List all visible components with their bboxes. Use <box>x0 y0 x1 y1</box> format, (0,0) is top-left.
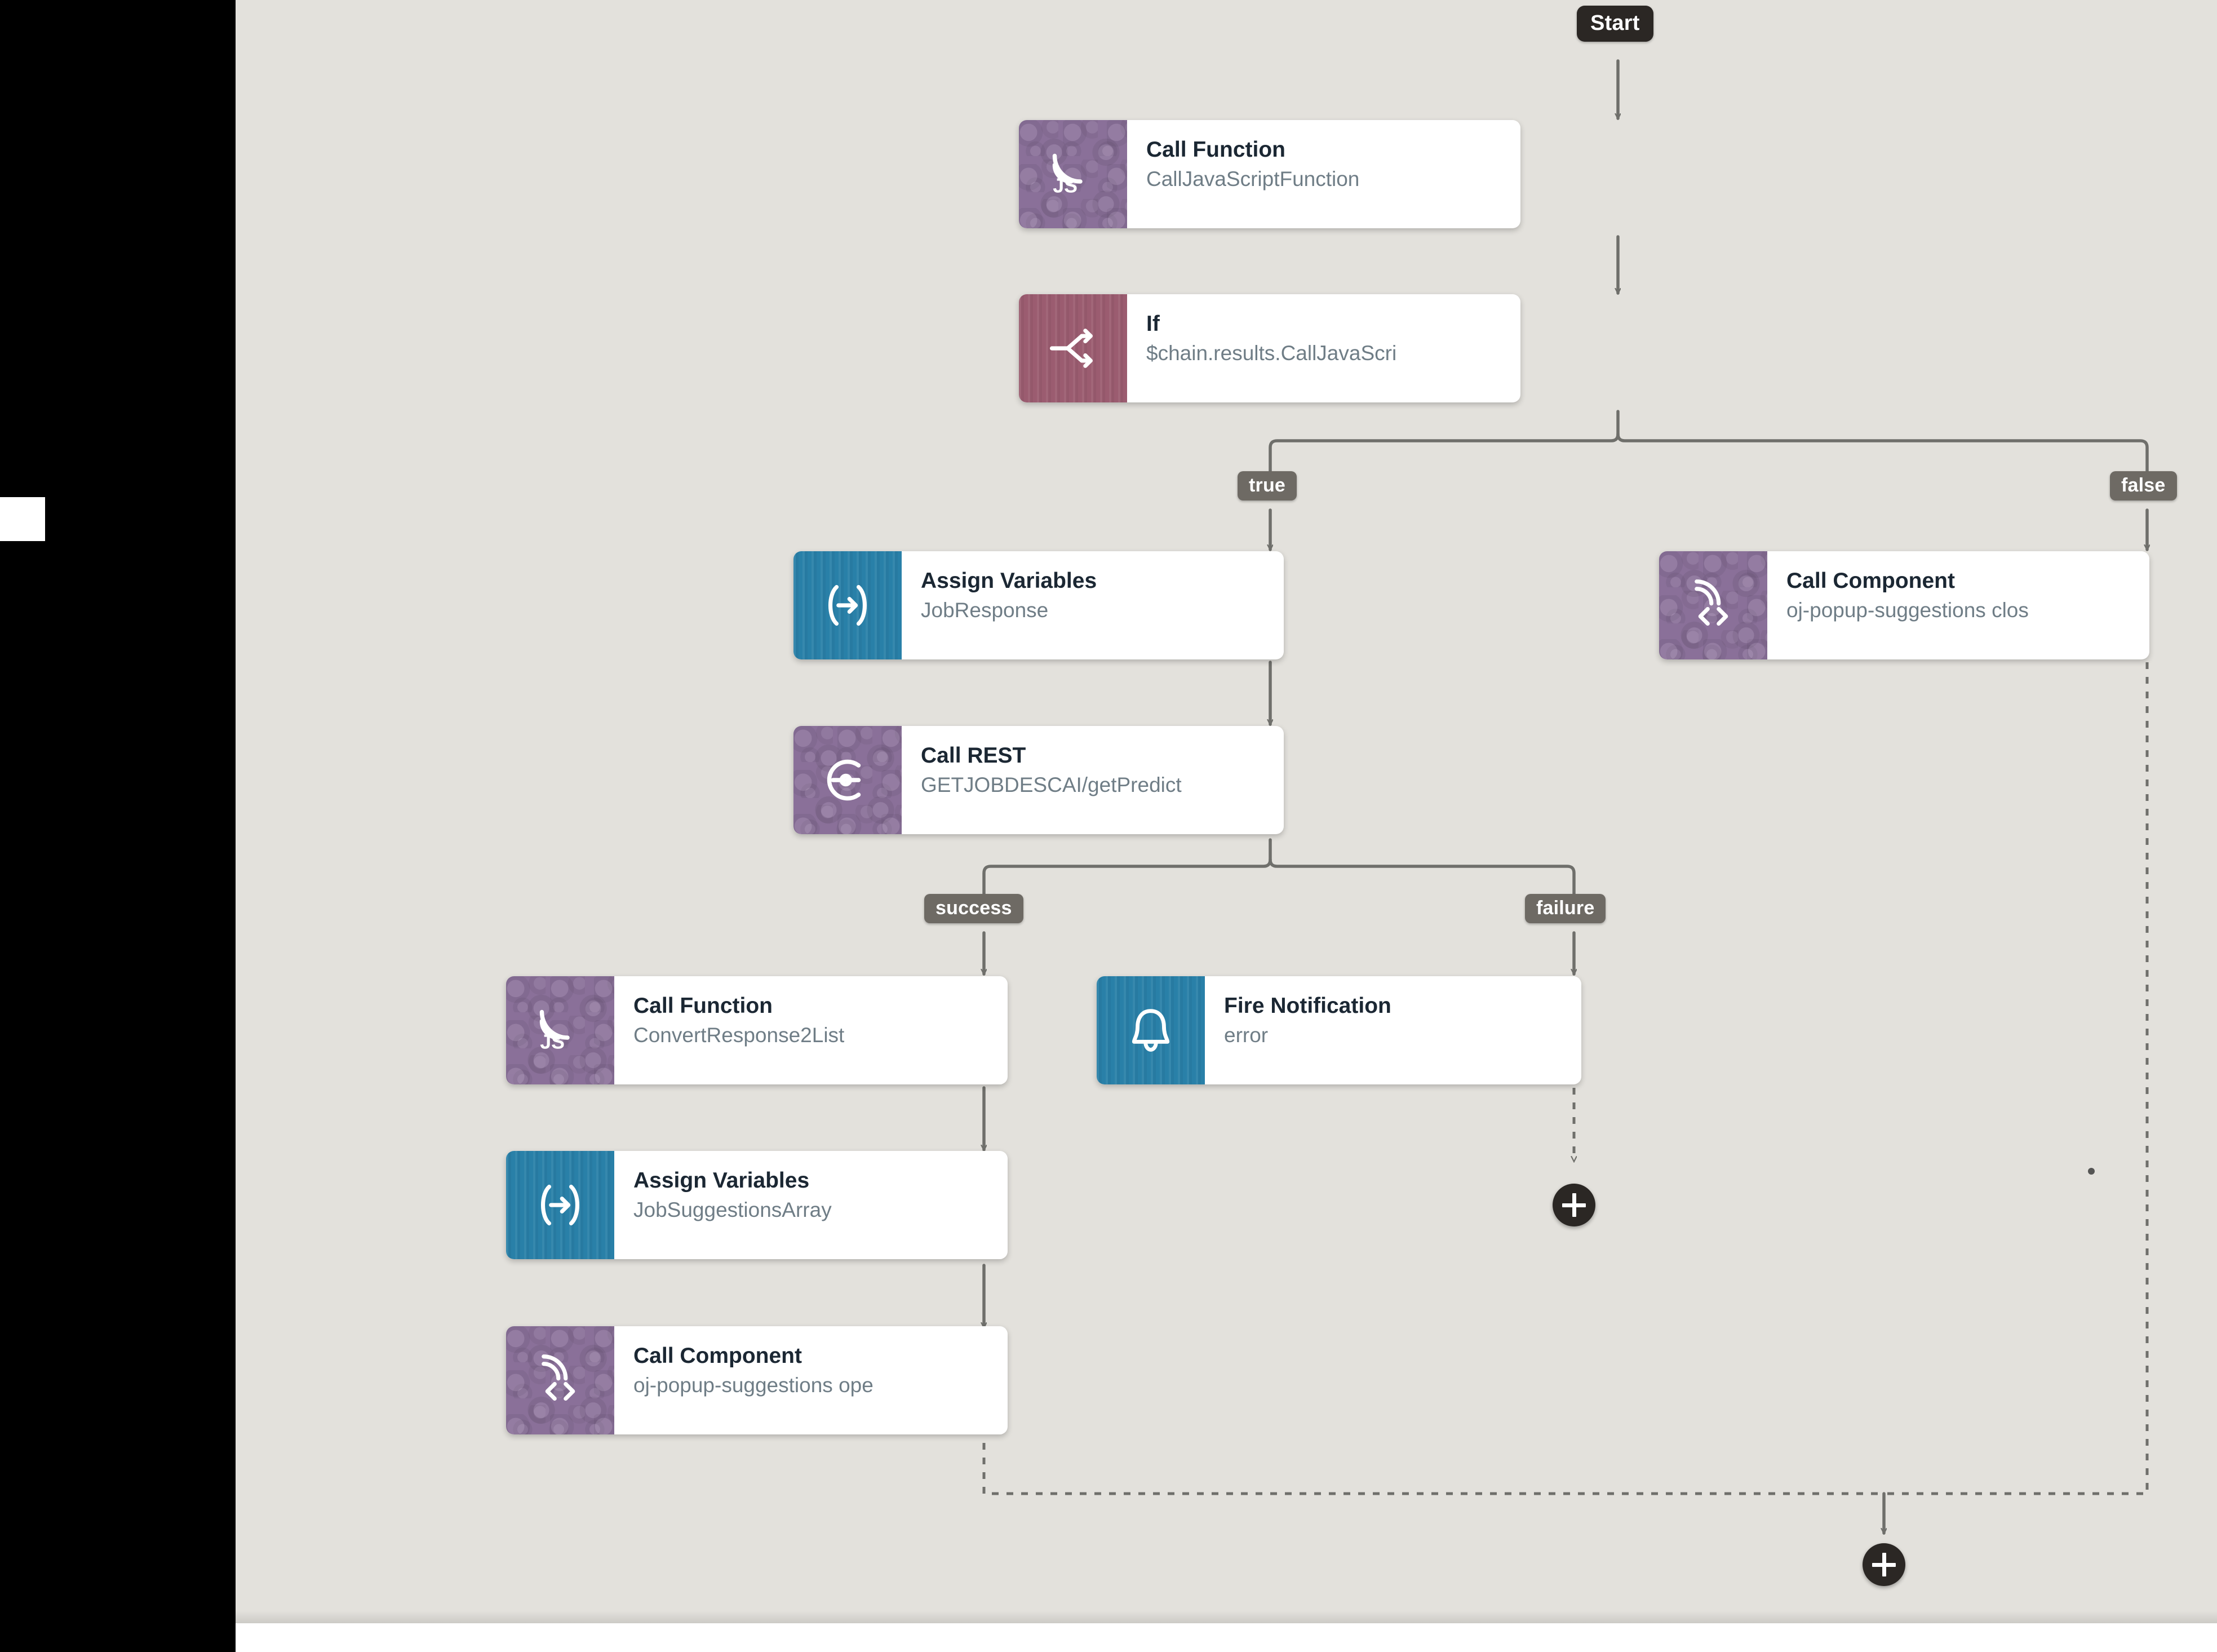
plus-icon-vertical <box>1882 1553 1886 1576</box>
node-title: Call Function <box>633 994 773 1018</box>
node-subtitle: GETJOBDESCAI/getPredict <box>921 773 1182 797</box>
start-badge: Start <box>1577 6 1653 42</box>
node-title: Fire Notification <box>1224 994 1391 1018</box>
node-fire-notification-error[interactable]: Fire Notification error <box>1097 976 1581 1084</box>
assign-variables-icon <box>506 1151 614 1259</box>
node-title: Call Component <box>1786 569 1955 593</box>
node-title: Call Function <box>1146 138 1285 162</box>
add-step-end-of-chain-button[interactable] <box>1863 1543 1905 1586</box>
node-title: Call REST <box>921 743 1026 768</box>
node-subtitle: $chain.results.CallJavaScri <box>1146 342 1397 365</box>
add-step-after-fire-notification-button[interactable] <box>1553 1184 1595 1226</box>
svg-text:JS: JS <box>1053 175 1078 197</box>
gutter-marker <box>0 497 45 541</box>
node-call-rest-getjobdescai[interactable]: Call REST GETJOBDESCAI/getPredict <box>793 726 1284 834</box>
bell-icon <box>1097 976 1205 1084</box>
node-title: Assign Variables <box>633 1168 810 1193</box>
connector-layer <box>236 59 2217 1623</box>
node-subtitle: oj-popup-suggestions ope <box>633 1374 874 1397</box>
edge-label-failure: failure <box>1525 894 1606 923</box>
node-title: Call Component <box>633 1344 802 1368</box>
edge-label-false: false <box>2110 471 2177 501</box>
node-subtitle: JobSuggestionsArray <box>633 1198 832 1222</box>
node-call-function-calljavascriptfunction[interactable]: JS Call Function CallJavaScriptFunction <box>1019 120 1520 228</box>
node-assign-variables-jobsuggestionsarray[interactable]: Assign Variables JobSuggestionsArray <box>506 1151 1008 1259</box>
node-subtitle: CallJavaScriptFunction <box>1146 167 1360 191</box>
edge-label-true: true <box>1238 471 1297 501</box>
node-subtitle: error <box>1224 1024 1269 1047</box>
node-subtitle: JobResponse <box>921 599 1049 622</box>
node-subtitle: oj-popup-suggestions clos <box>1786 599 2029 622</box>
node-title: If <box>1146 312 1160 336</box>
plus-icon-vertical <box>1572 1193 1576 1217</box>
cursor-pointer-dot <box>2088 1168 2095 1175</box>
edge-label-success: success <box>924 894 1023 923</box>
assign-variables-icon <box>793 551 902 659</box>
flow-diagram-canvas[interactable]: Start JS Call Function CallJavaScriptFun… <box>236 0 2217 1623</box>
component-icon <box>1659 551 1767 659</box>
node-assign-variables-jobresponse[interactable]: Assign Variables JobResponse <box>793 551 1284 659</box>
js-function-icon: JS <box>506 976 614 1084</box>
svg-text:JS: JS <box>540 1031 565 1053</box>
node-call-component-close[interactable]: Call Component oj-popup-suggestions clos <box>1659 551 2149 659</box>
rest-endpoint-icon <box>793 726 902 834</box>
left-gutter <box>0 0 236 1652</box>
node-call-component-open[interactable]: Call Component oj-popup-suggestions ope <box>506 1326 1008 1434</box>
node-call-function-convertresponse2list[interactable]: JS Call Function ConvertResponse2List <box>506 976 1008 1084</box>
node-if-condition[interactable]: If $chain.results.CallJavaScri <box>1019 294 1520 402</box>
component-icon <box>506 1326 614 1434</box>
branch-icon <box>1019 294 1127 402</box>
node-title: Assign Variables <box>921 569 1097 593</box>
node-subtitle: ConvertResponse2List <box>633 1024 845 1047</box>
js-function-icon: JS <box>1019 120 1127 228</box>
canvas-bottom-strip <box>236 1623 2217 1652</box>
